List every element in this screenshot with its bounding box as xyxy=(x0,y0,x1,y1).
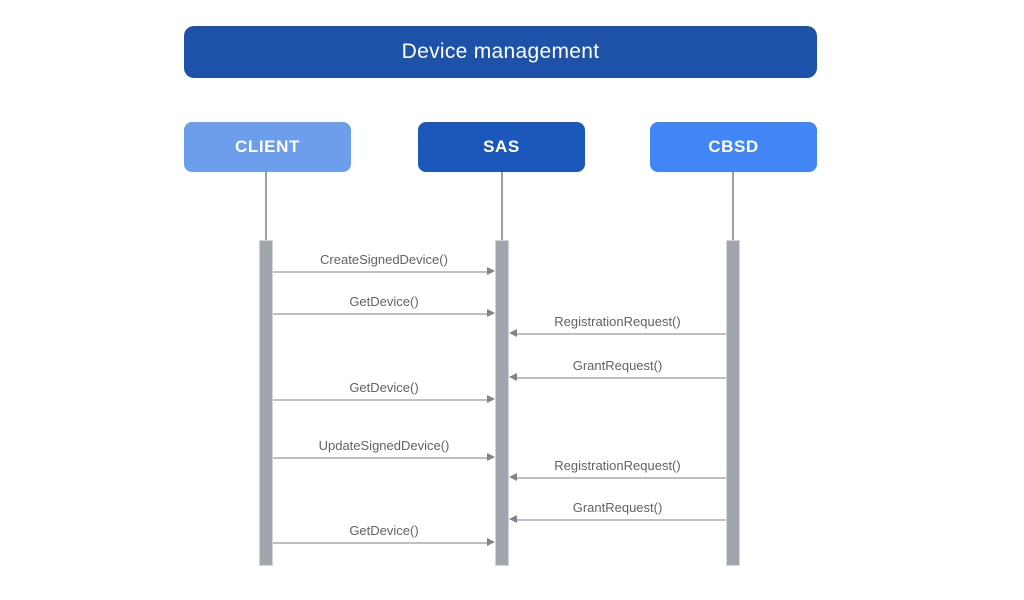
message-label: RegistrationRequest() xyxy=(554,458,681,473)
message-line xyxy=(515,377,726,379)
actor-sas: SAS xyxy=(418,122,585,172)
message-arrow: RegistrationRequest() xyxy=(509,314,726,337)
message-arrow: GrantRequest() xyxy=(509,358,726,381)
message-label: RegistrationRequest() xyxy=(554,314,681,329)
message-line xyxy=(515,519,726,521)
message-label: GetDevice() xyxy=(349,523,419,538)
activation-bar-client xyxy=(259,240,273,566)
message-label: CreateSignedDevice() xyxy=(320,252,448,267)
arrowhead-icon xyxy=(487,267,495,275)
diagram-title: Device management xyxy=(184,26,817,78)
message-arrow: GetDevice() xyxy=(273,294,495,317)
message-line xyxy=(273,542,489,544)
arrowhead-icon xyxy=(509,373,517,381)
message-arrow: GetDevice() xyxy=(273,523,495,546)
message-line xyxy=(273,271,489,273)
arrowhead-icon xyxy=(509,329,517,337)
actor-cbsd: CBSD xyxy=(650,122,817,172)
message-label: GetDevice() xyxy=(349,294,419,309)
message-label: GrantRequest() xyxy=(572,500,663,515)
message-arrow: UpdateSignedDevice() xyxy=(273,438,495,461)
message-label: UpdateSignedDevice() xyxy=(318,438,450,453)
message-line xyxy=(515,333,726,335)
arrowhead-icon xyxy=(509,515,517,523)
arrowhead-icon xyxy=(487,395,495,403)
message-arrow: GetDevice() xyxy=(273,380,495,403)
message-label: GetDevice() xyxy=(349,380,419,395)
arrowhead-icon xyxy=(487,538,495,546)
activation-bar-cbsd xyxy=(726,240,740,566)
message-line xyxy=(273,457,489,459)
message-arrow: RegistrationRequest() xyxy=(509,458,726,481)
arrowhead-icon xyxy=(487,309,495,317)
arrowhead-icon xyxy=(487,453,495,461)
arrowhead-icon xyxy=(509,473,517,481)
lifeline-sas xyxy=(501,172,503,240)
message-line xyxy=(273,399,489,401)
message-line xyxy=(273,313,489,315)
lifeline-client xyxy=(265,172,267,240)
lifeline-cbsd xyxy=(732,172,734,240)
actor-client: CLIENT xyxy=(184,122,351,172)
message-arrow: CreateSignedDevice() xyxy=(273,252,495,275)
message-label: GrantRequest() xyxy=(572,358,663,373)
message-line xyxy=(515,477,726,479)
activation-bar-sas xyxy=(495,240,509,566)
message-arrow: GrantRequest() xyxy=(509,500,726,523)
